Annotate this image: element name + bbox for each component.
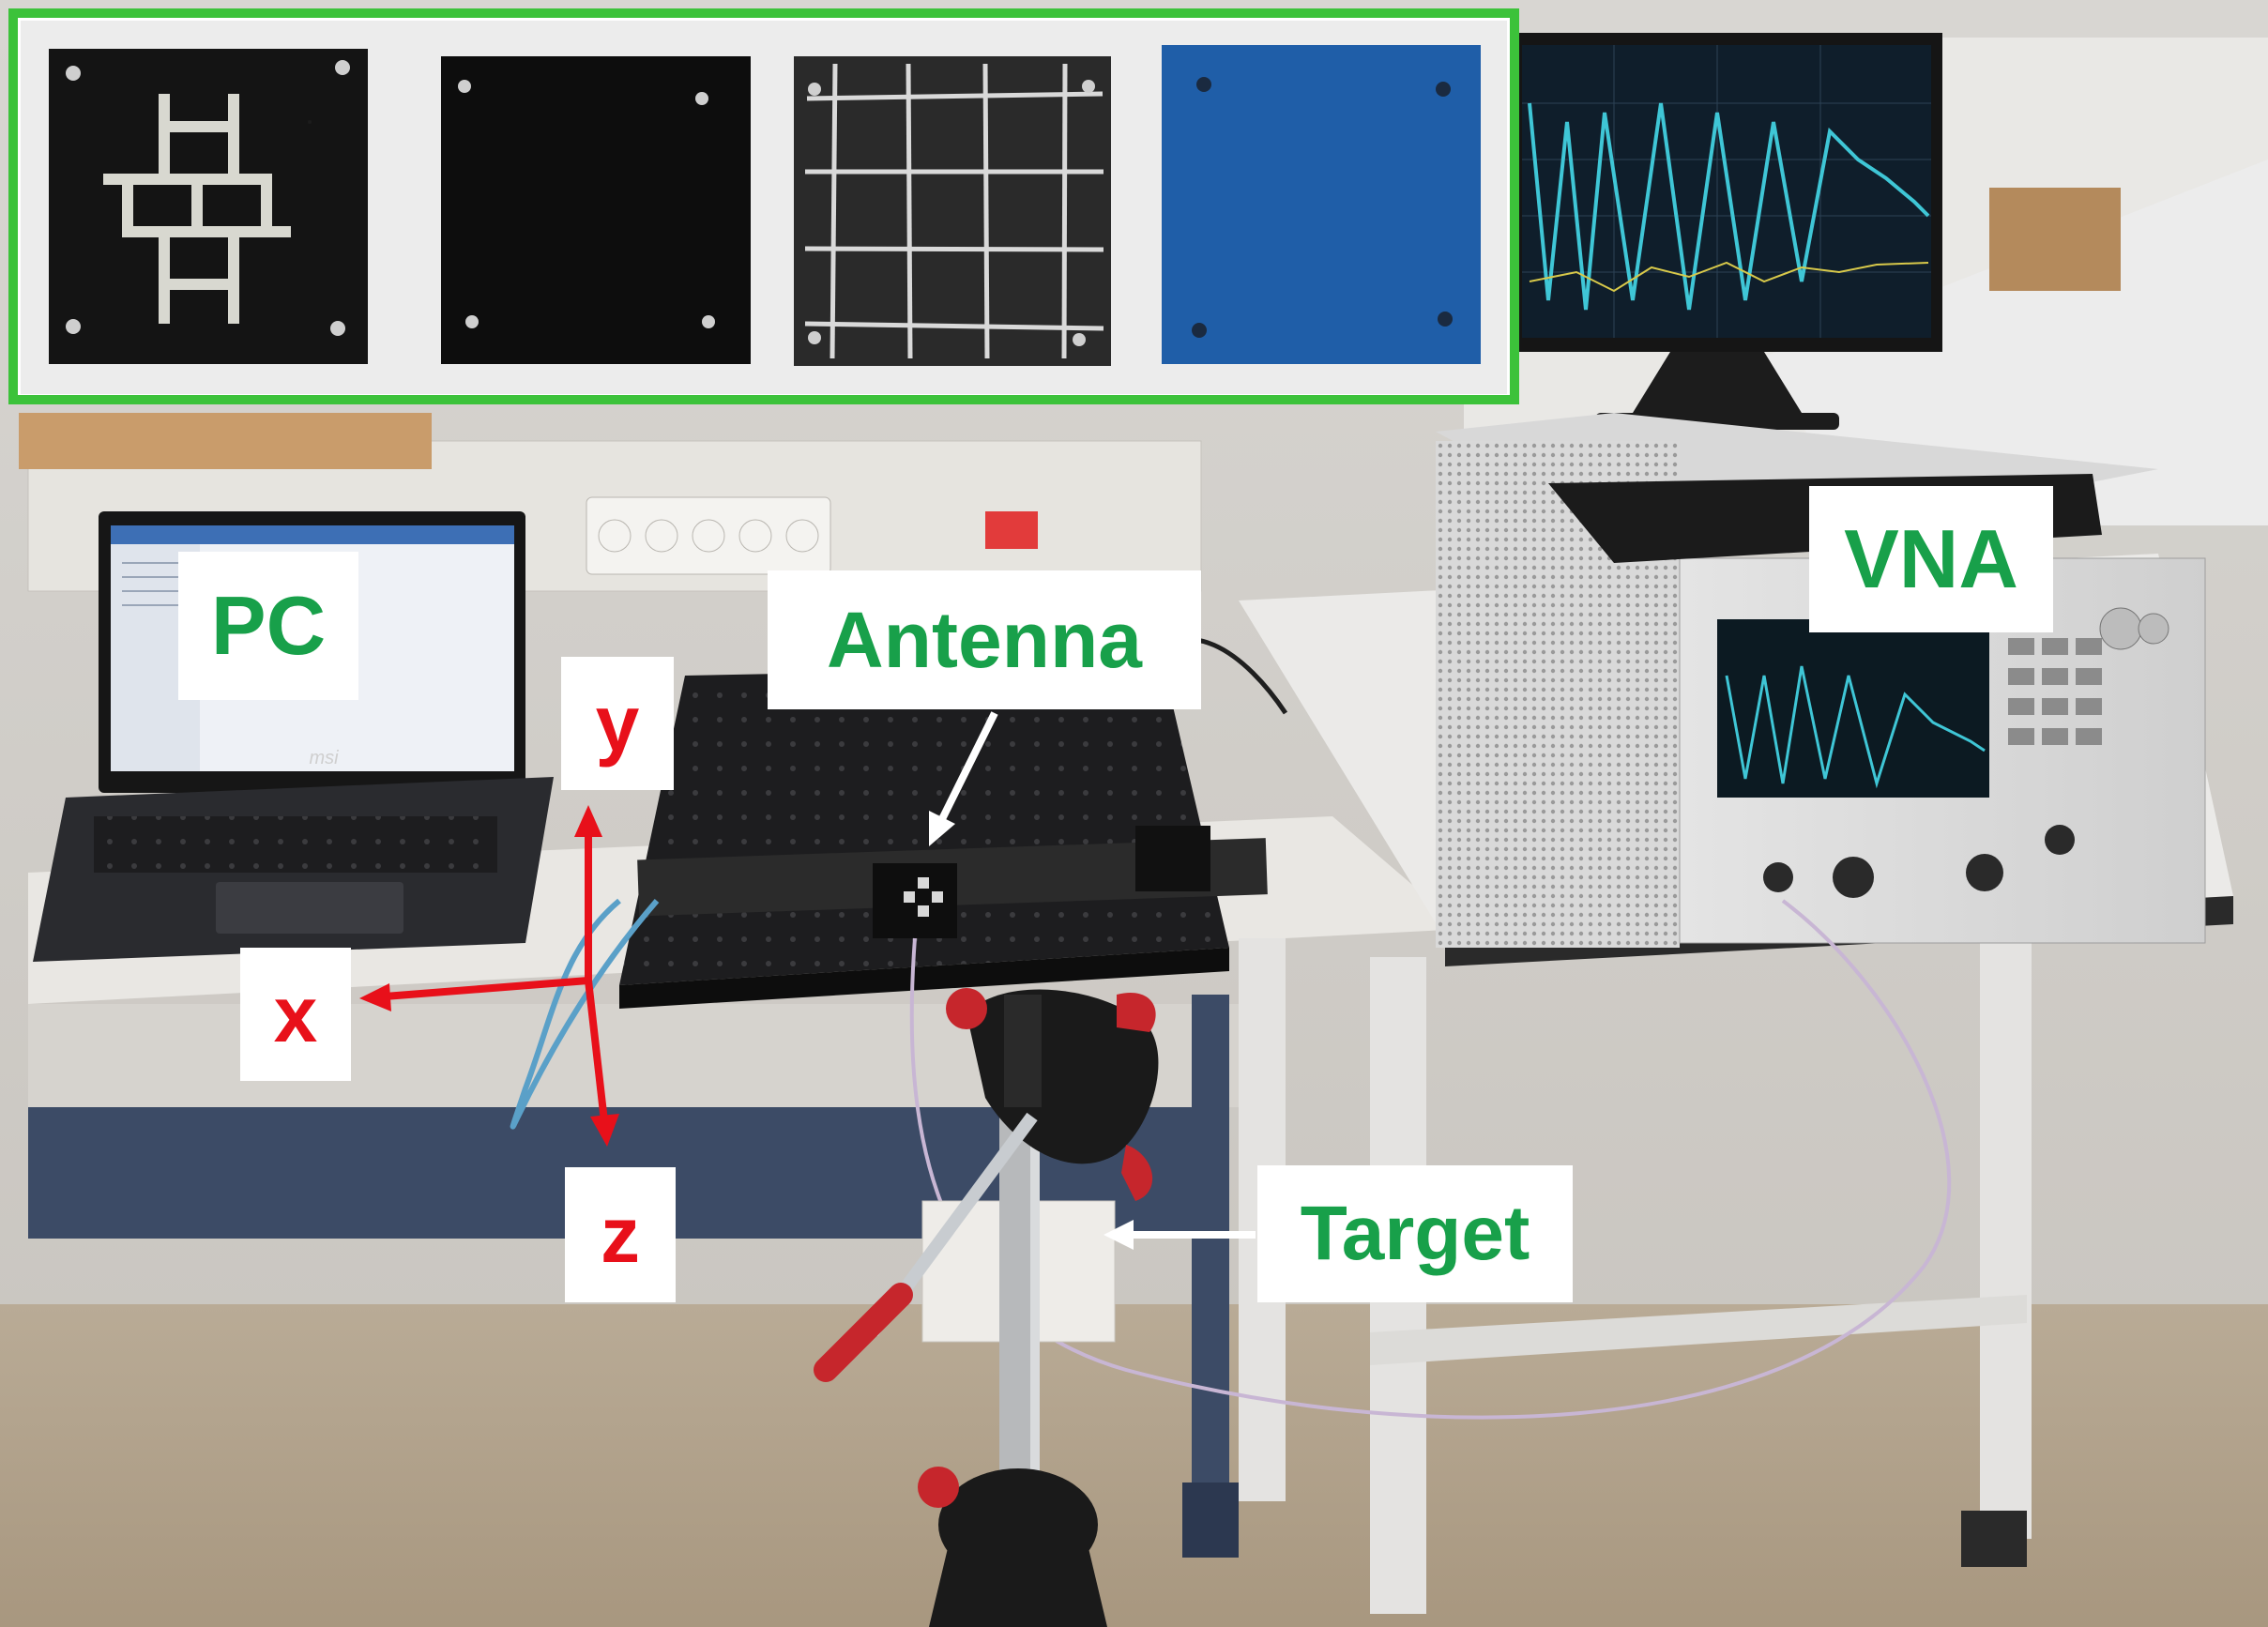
coordinate-axes (359, 805, 619, 1147)
axis-label-y: y (561, 657, 674, 790)
sample-inset (8, 8, 1519, 404)
axis-label-z: z (565, 1167, 676, 1302)
label-pc: PC (178, 552, 358, 700)
sample-blue-substrate (1162, 45, 1481, 364)
sample-conductive-grid (794, 56, 1111, 366)
label-antenna: Antenna (768, 570, 1201, 709)
tripod-with-target (814, 988, 1159, 1627)
label-target: Target (1257, 1165, 1573, 1302)
breadboard (619, 666, 1268, 1009)
label-vna: VNA (1809, 486, 2053, 632)
monitor (1511, 33, 1942, 430)
sample-patch-antenna (49, 49, 368, 364)
sample-black-substrate (441, 56, 751, 364)
laptop-brand: msi (309, 748, 339, 768)
annotation-arrows (929, 711, 1256, 1250)
axis-label-x: x (240, 948, 351, 1081)
